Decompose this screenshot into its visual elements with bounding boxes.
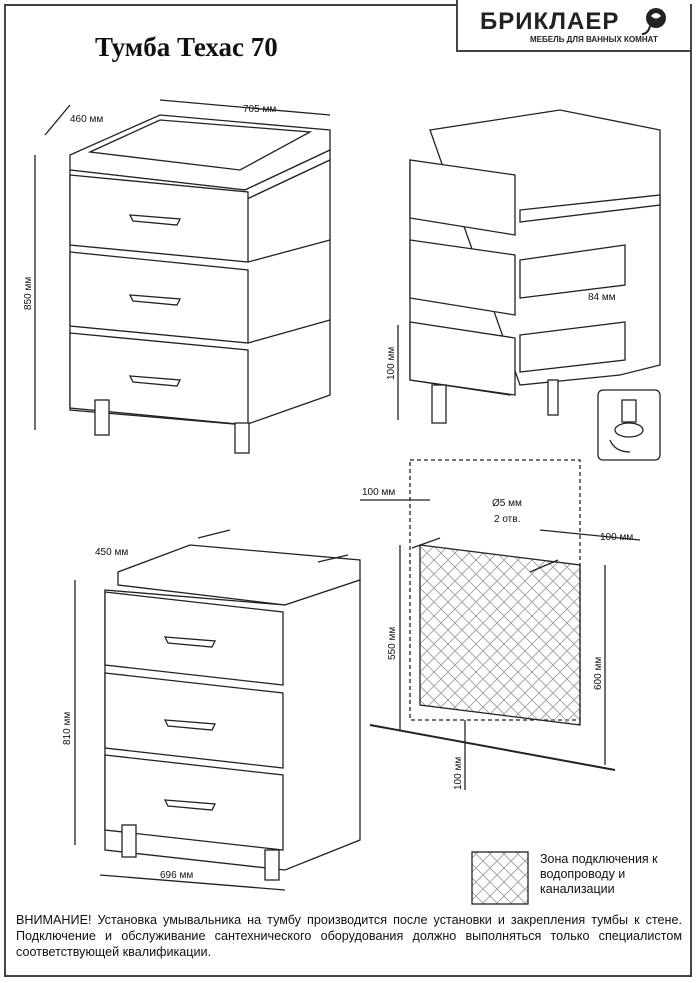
dim-hole-diameter: Ø5 мм	[492, 498, 522, 509]
rose-icon	[641, 8, 666, 35]
dim-leg-height: 100 мм	[386, 347, 397, 380]
dim-top-width: 705 мм	[243, 104, 276, 115]
dim-mount-height: 550 мм	[387, 627, 398, 660]
legend-label: Зона подключения к водопроводу и канализ…	[540, 852, 658, 896]
foot-adjust-inset	[597, 389, 661, 461]
page-title: Тумба Техас 70	[95, 32, 278, 62]
dim-hole-count: 2 отв.	[494, 514, 520, 525]
connection-zone-swatch	[471, 851, 529, 905]
logo-brand: БРИКЛАЕР	[480, 8, 620, 35]
page-frame	[4, 4, 692, 977]
wall-mount-view	[360, 459, 641, 790]
dim-body-width: 696 мм	[160, 870, 193, 881]
logo-tagline: МЕБЕЛЬ ДЛЯ ВАННЫХ КОМНАТ	[530, 35, 658, 44]
dim-zone-height: 600 мм	[593, 657, 604, 690]
dim-body-height: 810 мм	[62, 712, 73, 745]
dim-top-height: 850 мм	[23, 277, 34, 310]
brand-logo: БРИКЛАЕР МЕБЕЛЬ ДЛЯ ВАННЫХ КОМНАТ	[456, 0, 690, 52]
dim-zone-floor: 100 мм	[453, 757, 464, 790]
cabinet-frame-view	[397, 109, 661, 424]
dim-drawer-offset: 84 мм	[588, 292, 616, 303]
dim-top-depth: 460 мм	[70, 114, 103, 125]
dim-wall-left: 100 мм	[362, 487, 395, 498]
cabinet-with-sink-view	[34, 99, 331, 454]
dim-body-depth: 450 мм	[95, 547, 128, 558]
dim-wall-right: 100 мм	[600, 532, 633, 543]
cabinet-body-view	[74, 529, 361, 891]
warning-notice: ВНИМАНИЕ! Установка умывальника на тумбу…	[16, 913, 682, 959]
